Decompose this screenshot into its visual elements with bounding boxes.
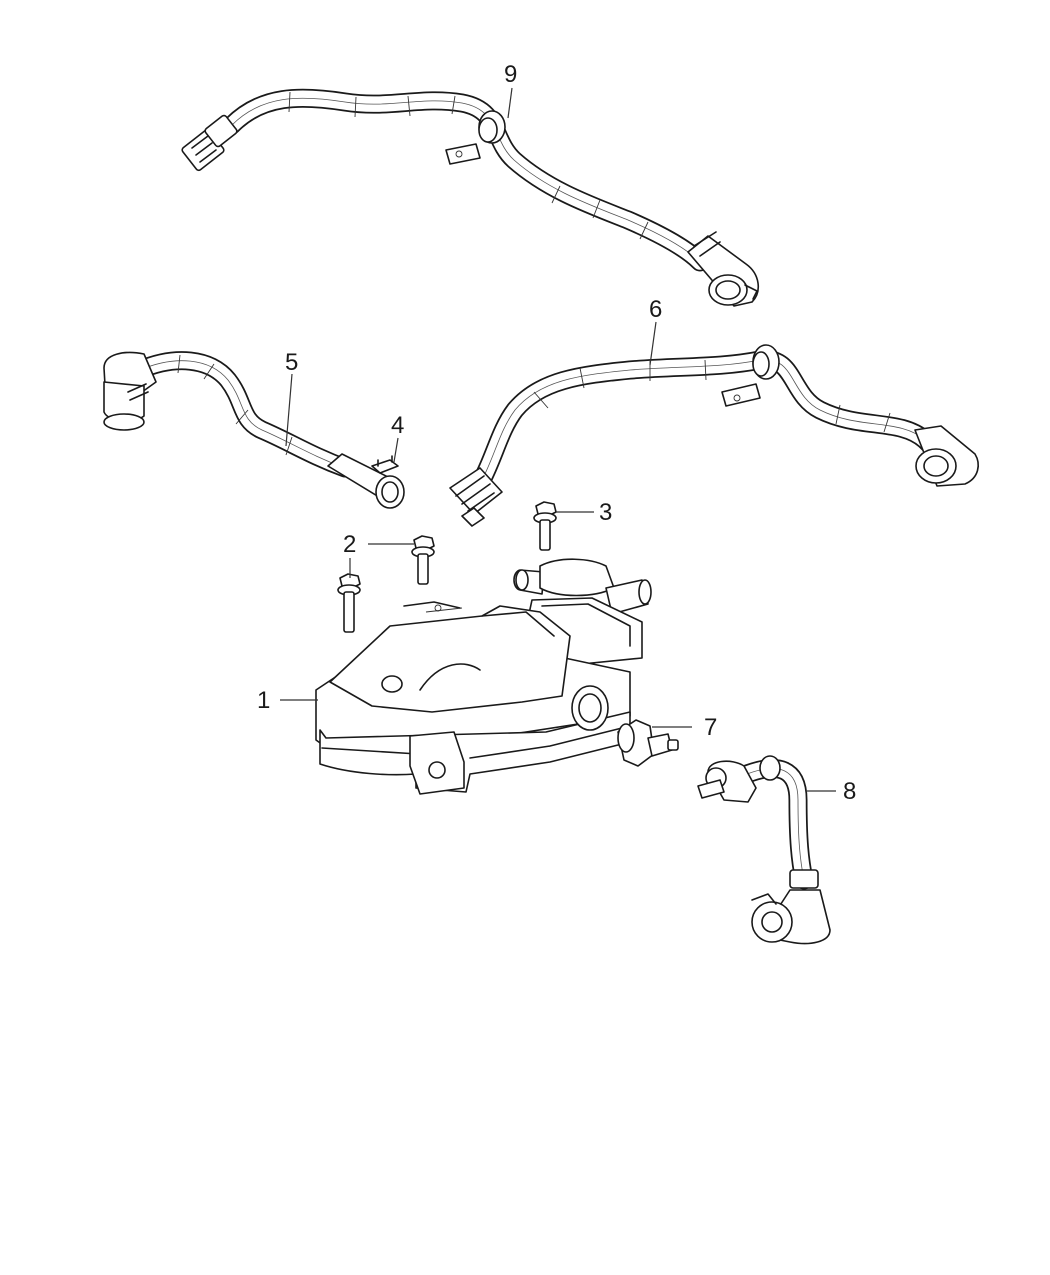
callout-8: 8 xyxy=(843,778,856,805)
part-9-hose xyxy=(181,88,759,307)
callout-2: 2 xyxy=(343,531,356,558)
callout-4: 4 xyxy=(391,412,404,439)
part-8-hose xyxy=(697,755,831,945)
callout-1: 1 xyxy=(257,687,270,714)
callouts: 9 6 5 4 3 2 1 7 8 xyxy=(257,61,856,805)
part-5-hose xyxy=(103,351,405,509)
callout-6: 6 xyxy=(649,296,662,323)
part-7-fitting xyxy=(617,719,679,767)
leader-lines xyxy=(280,87,836,792)
leader-9 xyxy=(507,87,513,119)
callout-5: 5 xyxy=(285,349,298,376)
leader-4 xyxy=(393,437,399,463)
part-3-bolt xyxy=(533,501,557,551)
callout-7: 7 xyxy=(704,714,717,741)
callout-3: 3 xyxy=(599,499,612,526)
leader-5 xyxy=(285,373,293,447)
callout-9: 9 xyxy=(504,61,517,88)
part-2-bolt-b xyxy=(337,573,361,633)
part-2-bolt-a xyxy=(411,535,435,585)
leader-6 xyxy=(649,321,657,366)
part-6-hose xyxy=(449,344,979,527)
part-1-reservoir xyxy=(315,558,652,795)
part-4-clip xyxy=(371,455,399,474)
